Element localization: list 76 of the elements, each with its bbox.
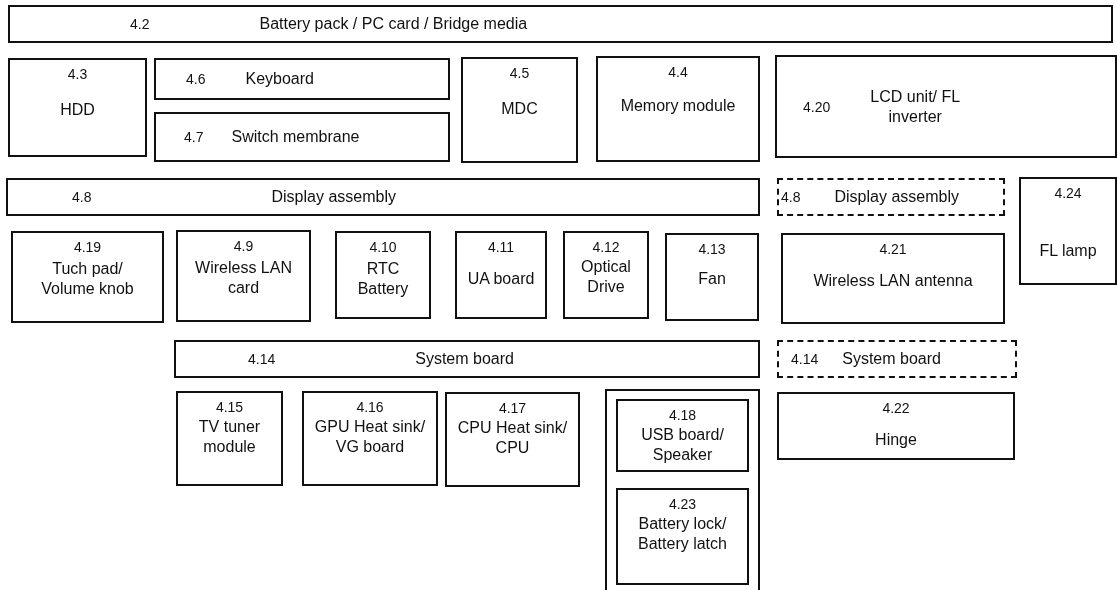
- part-name: GPU Heat sink/ VG board: [313, 417, 427, 457]
- section-number: 4.19: [73, 239, 102, 255]
- section-box: [596, 56, 760, 162]
- section-box: [455, 231, 547, 319]
- part-name: Wireless LAN card: [194, 258, 293, 298]
- part-name: System board: [415, 349, 514, 369]
- section-box: [8, 58, 147, 157]
- section-number: 4.4: [668, 64, 688, 80]
- section-number: 4.11: [487, 239, 515, 255]
- section-box: [781, 233, 1005, 324]
- section-number: 4.9: [233, 238, 254, 254]
- part-name: System board: [842, 349, 941, 369]
- section-number: 4.14: [791, 351, 819, 367]
- section-box: [8, 5, 1113, 43]
- section-box: [174, 340, 760, 378]
- section-number: 4.16: [356, 399, 384, 415]
- section-number: 4.22: [882, 400, 910, 416]
- part-name: Hinge: [875, 430, 917, 450]
- section-box: [335, 231, 431, 319]
- section-number: 4.8: [781, 189, 801, 205]
- section-box: [11, 231, 164, 323]
- section-box: [176, 230, 311, 322]
- part-name: USB board/ Speaker: [640, 425, 725, 465]
- section-number: 4.21: [879, 241, 907, 257]
- part-name: Optical Drive: [580, 257, 632, 297]
- part-name: MDC: [501, 99, 538, 119]
- section-number: 4.10: [369, 239, 397, 255]
- reference-box: [777, 340, 1017, 378]
- section-box: [563, 231, 649, 319]
- part-name: Keyboard: [245, 69, 314, 89]
- section-box: [616, 399, 749, 472]
- section-box: [1019, 177, 1117, 285]
- section-box: [6, 178, 760, 216]
- section-number: 4.17: [498, 400, 527, 416]
- part-name: Tuch pad/ Volume knob: [40, 259, 135, 299]
- part-name: CPU Heat sink/ CPU: [456, 418, 569, 458]
- section-box: [665, 233, 759, 321]
- section-box: [154, 112, 450, 162]
- part-name: Memory module: [620, 96, 736, 116]
- section-number: 4.13: [698, 241, 726, 257]
- section-number: 4.6: [186, 71, 206, 87]
- section-box: [302, 391, 438, 486]
- part-name: Display assembly: [271, 187, 396, 207]
- part-name: LCD unit/ FL inverter: [869, 86, 962, 127]
- part-name: RTC Battery: [356, 259, 410, 299]
- part-name: Battery lock/ Battery latch: [637, 514, 728, 554]
- part-name: UA board: [467, 269, 535, 289]
- section-number: 4.14: [248, 351, 276, 367]
- section-number: 4.20: [803, 98, 831, 115]
- part-name: Switch membrane: [231, 127, 360, 147]
- section-box: [176, 391, 283, 486]
- section-number: 4.18: [668, 407, 697, 423]
- section-number: 4.3: [67, 66, 88, 82]
- section-number: 4.15: [215, 399, 244, 415]
- section-number: 4.23: [668, 496, 697, 512]
- part-name: Display assembly: [834, 187, 959, 207]
- section-box: [775, 55, 1117, 158]
- section-number: 4.5: [509, 65, 530, 81]
- section-box: [461, 57, 578, 163]
- part-name: TV tuner module: [197, 417, 262, 457]
- group-box: [605, 389, 760, 590]
- section-number: 4.7: [184, 129, 204, 145]
- section-number: 4.2: [130, 16, 150, 32]
- section-box: [616, 488, 749, 585]
- part-name: Battery pack / PC card / Bridge media: [259, 14, 528, 34]
- reference-box: [777, 178, 1005, 216]
- section-number: 4.12: [592, 239, 620, 255]
- part-name: HDD: [60, 100, 95, 120]
- section-number: 4.24: [1054, 185, 1082, 201]
- section-number: 4.8: [72, 189, 92, 205]
- part-name: Wireless LAN antenna: [813, 271, 973, 291]
- section-box: [777, 392, 1015, 460]
- part-name: Fan: [698, 269, 726, 289]
- section-box: [445, 392, 580, 487]
- part-name: FL lamp: [1039, 241, 1097, 261]
- section-box: [154, 58, 450, 100]
